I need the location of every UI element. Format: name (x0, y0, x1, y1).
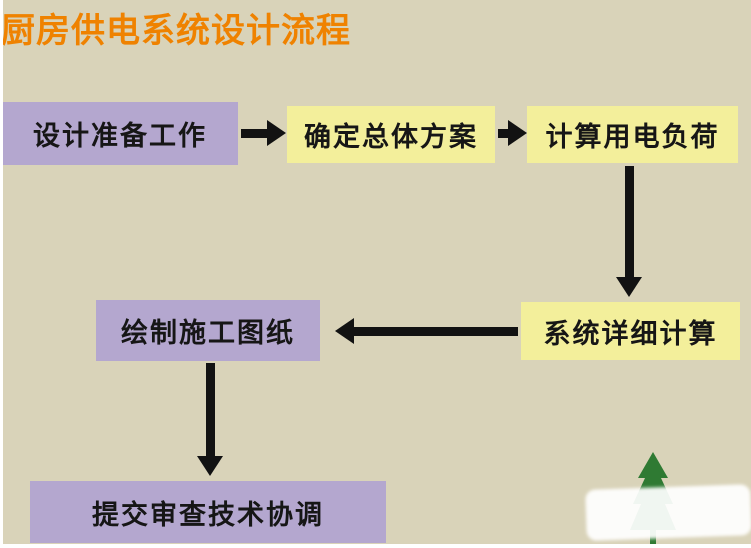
arrow-right-icon (508, 120, 527, 146)
flow-step-submit-review: 提交审查技术协调 (30, 481, 386, 543)
page-title: 厨房供电系统设计流程 (1, 12, 351, 50)
arrow-down-icon (616, 277, 642, 297)
arrow-down-icon (197, 456, 223, 476)
page-edge-bottom (0, 544, 751, 548)
watermark-blob (585, 484, 751, 541)
flow-step-design-preparation: 设计准备工作 (2, 102, 238, 165)
flow-step-construction-drawings: 绘制施工图纸 (96, 300, 320, 361)
flow-step-label: 确定总体方案 (304, 122, 478, 152)
arrow-load-to-detailed-shaft (625, 166, 634, 279)
flow-step-overall-plan: 确定总体方案 (287, 106, 495, 163)
flow-step-label: 设计准备工作 (33, 121, 207, 151)
arrow-prep-to-plan-shaft (241, 129, 269, 138)
arrow-plan-to-load-shaft (498, 129, 510, 138)
arrow-detailed-to-drawings-shaft (354, 327, 518, 336)
arrow-left-icon (335, 318, 354, 344)
page-edge-left (0, 0, 3, 548)
arrow-drawings-to-review-shaft (206, 363, 215, 458)
flow-step-label: 计算用电负荷 (545, 122, 720, 152)
flow-step-load-calculation: 计算用电负荷 (527, 106, 738, 163)
flow-step-label: 绘制施工图纸 (121, 318, 295, 348)
flow-step-label: 提交审查技术协调 (92, 499, 324, 530)
flow-step-label: 系统详细计算 (543, 318, 718, 349)
arrow-right-icon (267, 120, 286, 146)
flow-step-detailed-calculation: 系统详细计算 (521, 302, 740, 360)
